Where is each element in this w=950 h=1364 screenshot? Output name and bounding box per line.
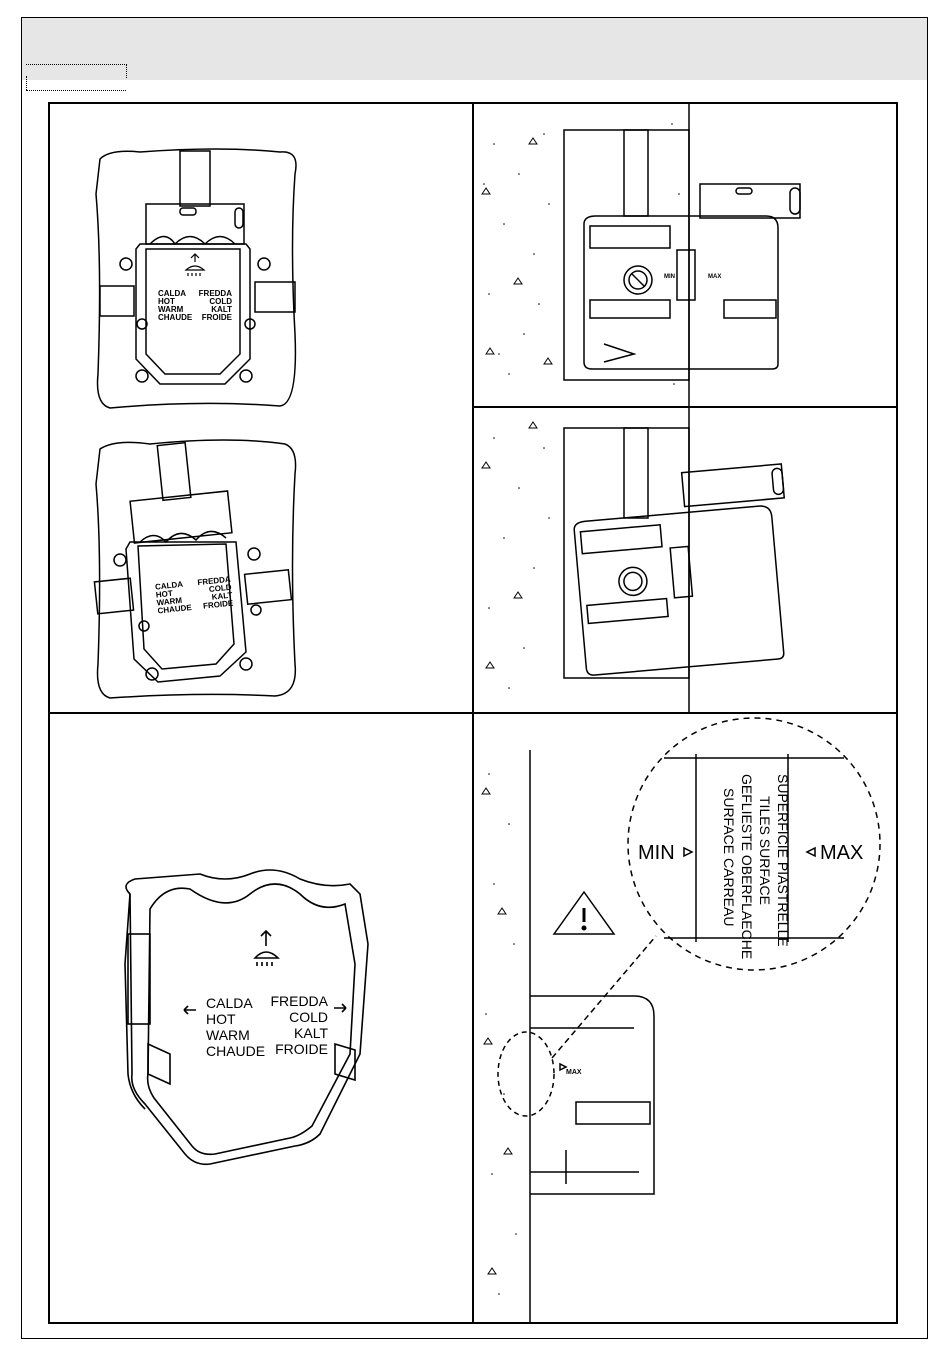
hot-label-iso-1: CALDA (206, 995, 253, 1011)
side-view-tilted-drawing (474, 408, 896, 712)
max-label-zoom: MAX (820, 842, 863, 864)
cold-label-iso-2: COLD (289, 1009, 328, 1025)
shower-head-icon (186, 254, 204, 276)
panel-front-views: CALDA HOT WARM CHAUDE FREDDA COLD KALT F… (50, 104, 472, 712)
cold-label-iso-3: KALT (294, 1025, 328, 1041)
front-views-drawing: CALDA HOT WARM CHAUDE FREDDA COLD KALT F… (50, 104, 472, 712)
header-tab-placeholder-side (26, 76, 27, 90)
surface-label-1: SUPERFICIE PIASTRELLE (775, 774, 791, 947)
hot-label-iso-3: WARM (206, 1027, 250, 1043)
surface-label-3: GEFLIESTE OBERFLAECHE (739, 774, 755, 959)
cold-arrow-icon (334, 1004, 346, 1012)
min-label-zoom: MIN (638, 842, 675, 864)
cold-label-upper-4: FROIDE (202, 313, 233, 322)
hot-label-iso-2: HOT (206, 1011, 236, 1027)
max-mark-small: MAX (708, 274, 721, 280)
isometric-view-drawing: CALDA HOT WARM CHAUDE FREDDA COLD KALT F… (50, 714, 472, 1322)
panel-side-view-tilted (474, 408, 896, 712)
min-arrow-icon (684, 848, 692, 856)
header-bar (22, 18, 927, 80)
header-tab-placeholder (26, 64, 127, 78)
cold-label-lower-4: FROIDE (203, 598, 235, 610)
detail-marker-circle (498, 1032, 554, 1116)
cold-label-iso-4: FROIDE (275, 1041, 328, 1057)
min-mark-small: MIN (664, 274, 675, 280)
max-arrow-icon (807, 848, 815, 856)
surface-label-4: SURFACE CARREAU (721, 788, 737, 926)
wall-cutout-lower (96, 440, 296, 698)
panel-side-view-level: MIN MAX (474, 104, 896, 406)
cold-label-iso-1: FREDDA (270, 993, 328, 1009)
max-label-small: MAX (566, 1069, 582, 1076)
header-tab-placeholder-bottom (26, 90, 126, 91)
wall-cutout-upper (96, 149, 296, 408)
shower-head-icon (255, 952, 278, 958)
panel-tile-depth-detail: MIN MAX MAX SUPERFICIE PIASTRELLE TILES … (474, 714, 896, 1322)
hot-arrow-icon (184, 1006, 196, 1014)
tile-depth-detail-drawing: MIN MAX MAX SUPERFICIE PIASTRELLE TILES … (474, 714, 896, 1322)
surface-label-2: TILES SURFACE (757, 796, 773, 905)
hot-label-iso-4: CHAUDE (206, 1043, 265, 1059)
side-view-level-drawing: MIN MAX (474, 104, 896, 406)
panel-isometric-view: CALDA HOT WARM CHAUDE FREDDA COLD KALT F… (50, 714, 472, 1322)
hot-label-upper-4: CHAUDE (158, 313, 193, 322)
